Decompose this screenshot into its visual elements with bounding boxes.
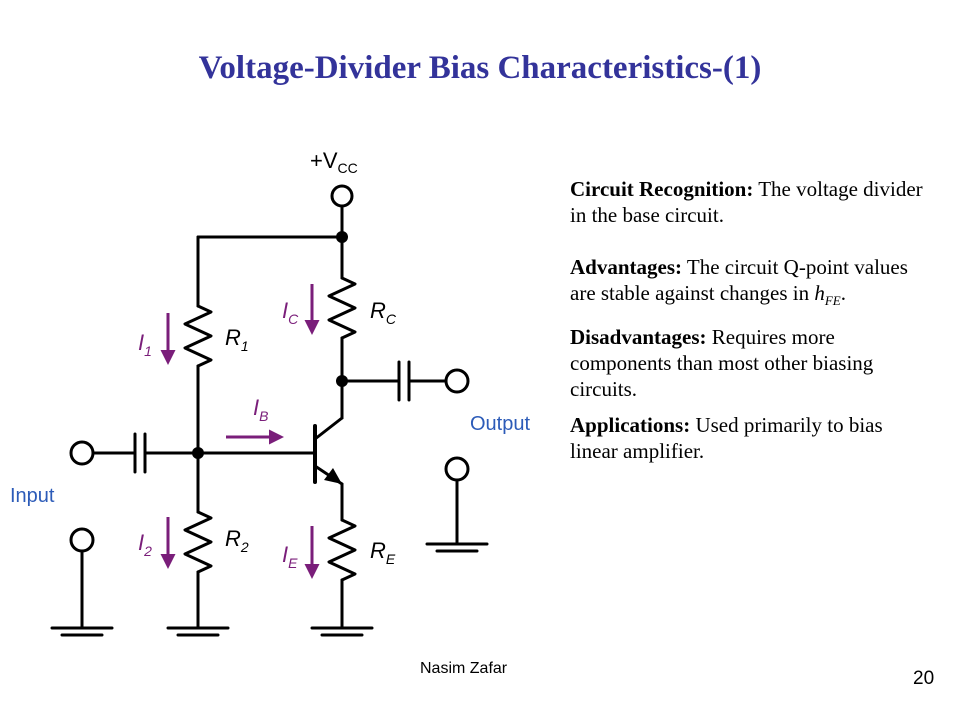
i2-label: I2 [138,530,152,559]
vcc-terminal [330,184,354,208]
circuit-recognition-text: The voltage divider in the base circuit. [570,177,923,227]
rc-label: RC [370,298,397,327]
i1-label: I1 [138,330,152,359]
voltage-divider-bias-circuit: +VCC R1 R2 RC RE I1 I2 IC IE IB Input Ou… [10,148,530,637]
footer-author: Nasim Zafar [420,660,508,677]
hfe-symbol: hFE [814,281,841,309]
disadvantages-text: Requires more components than most other… [570,325,874,402]
resistor-rc [327,276,357,340]
vcc-label: +VCC [310,148,358,176]
input-terminal [69,440,95,466]
advantages-heading: Advantages: [570,255,683,279]
resistor-r2 [183,510,213,574]
resistor-r1 [183,304,213,368]
circuit-recognition-note: Circuit Recognition: The voltage divider… [570,176,930,228]
ground-symbol-input [50,626,114,637]
input-label: Input [10,485,55,507]
advantages-note: Advantages: The circuit Q-point values a… [570,255,908,309]
junction-dot-top [336,231,348,243]
resistor-re [327,518,357,582]
ie-label: IE [282,542,298,571]
applications-text: Used primarily to bias linear amplifier. [570,413,883,464]
disadvantages-note: Disadvantages: Requires more components … [570,324,930,402]
r2-label: R2 [225,526,249,555]
disadvantages-heading: Disadvantages: [570,325,707,350]
ib-label: IB [253,395,268,424]
junction-dot-base [192,447,204,459]
advantages-text: The circuit Q-point values are stable ag… [570,255,908,305]
circuit-recognition-heading: Circuit Recognition: [570,177,754,201]
transistor-emitter-arrow [324,468,342,484]
characteristics-notes: Circuit Recognition: The voltage divider… [570,176,930,464]
applications-heading: Applications: [570,413,691,438]
ic-label: IC [282,298,299,327]
input-ground-terminal [69,527,95,553]
ground-symbol-output [425,542,489,553]
page-number: 20 [913,668,935,689]
output-label: Output [470,413,530,435]
output-ground-terminal [444,456,470,482]
re-label: RE [370,538,396,567]
junction-dot-collector [336,375,348,387]
output-terminal [444,368,470,394]
transistor-collector-lead [313,416,344,441]
ground-symbol-re [310,626,374,637]
r1-label: R1 [225,325,249,354]
slide-title: Voltage-Divider Bias Characteristics-(1) [198,50,762,86]
ground-symbol-r2 [166,626,230,637]
applications-note: Applications: Used primarily to bias lin… [570,412,930,464]
